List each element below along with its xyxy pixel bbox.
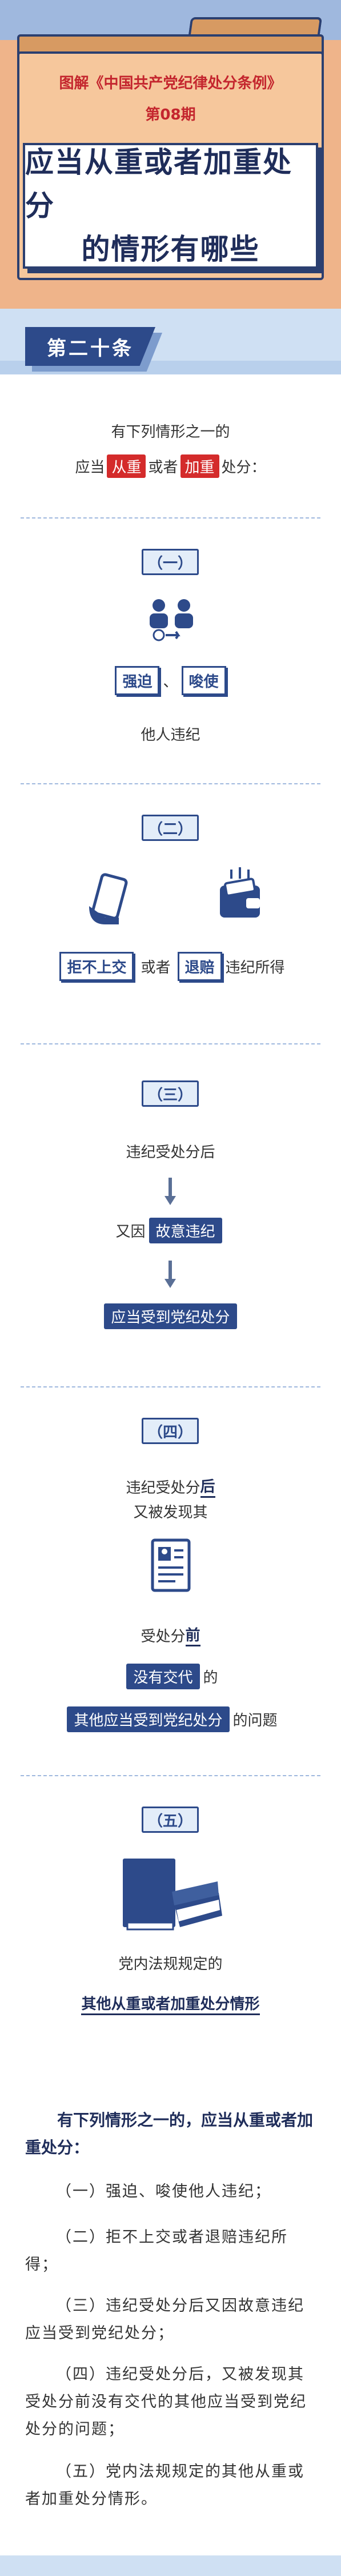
section-badge-1: （一） [142, 549, 199, 575]
section4-line5: 其他应当受到党纪处分 的问题 [0, 1706, 341, 1732]
section4-line4: 没有交代 的 [0, 1664, 341, 1689]
section3-line3: 应当受到党纪处分 [0, 1303, 341, 1329]
section5-line2: 其他从重或者加重处分情形 [0, 1992, 341, 2015]
section5-highlight: 其他从重或者加重处分情形 [81, 1992, 260, 2015]
section4-before: 前 [185, 1624, 200, 1646]
section4-line3-pre: 受处分 [141, 1628, 186, 1645]
summary-head: 有下列情形之一的，应当从重或者加重处分： [25, 2111, 314, 2157]
intro-pre: 应当 [75, 459, 105, 476]
arrow-down-icon [165, 1261, 176, 1288]
section4-line2: 又被发现其 [133, 1504, 208, 1521]
footer-bar [0, 2555, 341, 2576]
intro-line2: 应当 从重 或者 加重 处分： [0, 454, 341, 478]
section5-line1: 党内法规规定的 [118, 1956, 223, 1973]
section4-line1-pre: 违纪受处分 [126, 1479, 200, 1497]
section1-text: 他人违纪 [141, 727, 200, 744]
section3-line2: 又因 故意违纪 [0, 1218, 341, 1243]
divider [21, 783, 320, 784]
section4-other-issues: 其他应当受到党纪处分 [67, 1706, 230, 1732]
intro-post: 处分： [221, 459, 266, 476]
people-icon [150, 599, 193, 641]
intro-line1: 有下列情形之一的 [111, 424, 230, 441]
header-banner: 图解《中国共产党纪律处分条例》 第08期 应当从重或者加重处分 的情形有哪些 [0, 0, 341, 309]
intro-highlight-1: 从重 [107, 454, 146, 478]
summary-item-3: （三）违纪受处分后又因故意违纪应当受到党纪处分； [25, 2297, 304, 2342]
card-hand-icon [89, 873, 128, 924]
section1-tags: 强迫 、 唆使 [0, 666, 341, 695]
wallet-icon [220, 867, 260, 918]
section4-not-confessed: 没有交代 [126, 1664, 200, 1689]
section4-line1: 违纪受处分 后 [0, 1475, 341, 1498]
section4-after: 后 [200, 1475, 215, 1498]
summary-item-4: （四）违纪受处分后，又被发现其受处分前没有交代的其他应当受到党纪处分的问题； [25, 2366, 307, 2438]
summary-item-5: （五）党内法规规定的其他从重或者加重处分情形。 [25, 2463, 304, 2508]
book-icon [123, 1859, 222, 1931]
header-subtitle: 图解《中国共产党纪律处分条例》 [59, 75, 282, 92]
section3-result: 应当受到党纪处分 [104, 1303, 237, 1329]
section-badge-3: （三） [142, 1080, 199, 1107]
section4-line3: 受处分 前 [0, 1624, 341, 1646]
tag-coerce: 强迫 [115, 666, 160, 695]
intro-highlight-2: 加重 [180, 454, 219, 478]
intro-mid: 或者 [148, 459, 178, 476]
divider [21, 1043, 320, 1044]
article-label: 第二十条 [25, 327, 155, 366]
section-badge-4: （四） [142, 1418, 199, 1444]
section4-line4-post: 的 [203, 1669, 218, 1686]
section-badge-5: （五） [142, 1807, 199, 1833]
page-title-line1: 应当从重或者加重处分 [25, 146, 292, 222]
section2-post: 违纪所得 [225, 959, 285, 976]
divider [21, 517, 320, 519]
tag-instigate: 唆使 [181, 666, 226, 695]
section3-line1: 违纪受处分后 [126, 1144, 215, 1161]
arrow-down-icon [165, 1178, 176, 1205]
tag-refund: 退赔 [177, 952, 222, 981]
section3-pre: 又因 [115, 1223, 146, 1241]
divider [21, 1386, 320, 1387]
page-title-line2: 的情形有哪些 [81, 233, 260, 266]
document-person-icon [151, 1538, 191, 1592]
summary-item-2: （二）拒不上交或者退赔违纪所得； [25, 2228, 288, 2274]
tag-refuse-hand-over: 拒不上交 [59, 952, 134, 981]
section4-line5-post: 的问题 [232, 1712, 278, 1729]
section2-mid: 或者 [141, 959, 171, 976]
header-issue: 第08期 [145, 106, 196, 123]
summary-item-1: （一）强迫、唆使他人违纪； [56, 2183, 271, 2200]
section-badge-2: （二） [142, 815, 199, 841]
section2-tags: 拒不上交 或者 退赔 违纪所得 [0, 952, 341, 981]
section3-highlight: 故意违纪 [149, 1218, 222, 1243]
divider [21, 1775, 320, 1776]
title-box: 应当从重或者加重处分 的情形有哪些 [23, 143, 318, 269]
tag-sep: 、 [163, 673, 178, 691]
